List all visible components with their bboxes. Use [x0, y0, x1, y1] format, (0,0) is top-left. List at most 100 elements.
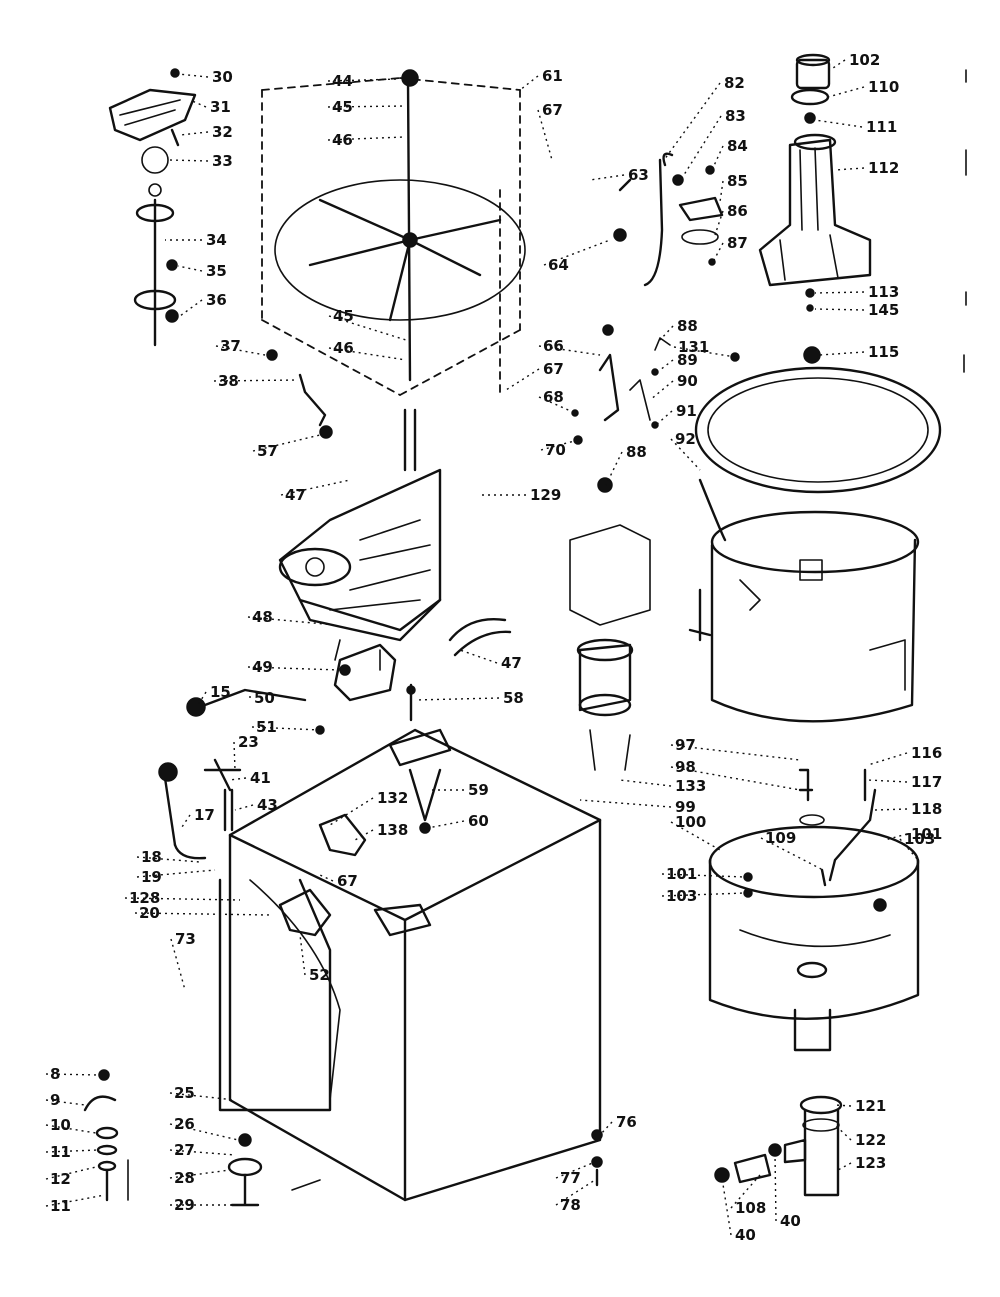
leader-line-p27	[169, 1149, 236, 1156]
leader-line-p66	[538, 345, 601, 356]
part-label-p60: 60	[468, 812, 489, 830]
part-label-p122: 122	[855, 1131, 886, 1149]
part-label-p36: 36	[206, 291, 227, 309]
part-label-p66: 66	[543, 337, 564, 355]
part-label-p88b: 88	[626, 443, 647, 461]
part-label-p40: 40	[780, 1212, 801, 1230]
leader-line-p40b	[721, 1177, 732, 1236]
part-label-p76: 76	[616, 1113, 637, 1131]
leader-line-p115	[819, 351, 865, 356]
part-label-p129: 129	[530, 486, 561, 504]
part-label-p112: 112	[868, 159, 899, 177]
part-label-p86: 86	[727, 202, 748, 220]
part-label-p115: 115	[868, 343, 899, 361]
motor-assembly	[569, 524, 712, 771]
leader-line-p36	[179, 299, 203, 317]
leader-line-p38	[213, 379, 299, 382]
part-label-p73: 73	[175, 930, 196, 948]
part-label-p41: 41	[250, 769, 271, 787]
leader-line-p121	[834, 1104, 852, 1107]
leader-line-p122	[834, 1124, 852, 1141]
leader-line-p9	[45, 1099, 86, 1106]
part-label-p8: 8	[50, 1065, 60, 1083]
part-label-p103b: 103	[666, 887, 697, 905]
leader-line-p91	[655, 410, 673, 426]
leader-line-p30	[177, 73, 209, 78]
part-label-p97: 97	[675, 736, 696, 754]
leader-line-p111	[814, 119, 863, 128]
leader-line-p58	[414, 697, 500, 701]
part-label-p59: 59	[468, 781, 489, 799]
part-label-p15: 15	[210, 683, 231, 701]
margin-marks	[963, 69, 967, 373]
leader-line-p98	[670, 766, 801, 791]
part-label-p25: 25	[174, 1084, 195, 1102]
part-label-p50: 50	[254, 689, 275, 707]
part-label-p102: 102	[849, 51, 880, 69]
leader-line-p77	[555, 1161, 596, 1179]
leader-line-p46	[327, 136, 405, 141]
part-label-p77: 77	[560, 1169, 581, 1187]
leader-line-p85	[719, 180, 724, 203]
part-label-p37: 37	[220, 337, 241, 355]
leader-line-p70	[540, 439, 579, 451]
part-label-p99: 99	[675, 798, 696, 816]
part-label-p78: 78	[560, 1196, 581, 1214]
part-label-p128: 128	[129, 889, 160, 907]
part-label-p117: 117	[911, 773, 942, 791]
part-label-p9: 9	[50, 1091, 60, 1109]
agitator	[758, 53, 872, 312]
agitator-spider	[274, 69, 526, 472]
part-label-p64: 64	[548, 256, 569, 274]
part-label-p11: 11	[50, 1143, 71, 1161]
part-labels: 3031323334353637385744454645466167636466…	[45, 51, 942, 1244]
leader-line-p60	[427, 820, 465, 829]
part-label-p23: 23	[238, 733, 259, 751]
basket-base	[708, 768, 920, 1052]
leader-line-p37	[215, 345, 266, 356]
part-label-p70: 70	[545, 441, 566, 459]
leader-line-p78	[555, 1179, 596, 1206]
part-label-p101: 101	[911, 825, 942, 843]
leader-line-p97	[670, 744, 801, 761]
leader-line-p41	[229, 777, 247, 781]
part-label-p31: 31	[210, 98, 231, 116]
part-label-p43: 43	[257, 796, 278, 814]
leader-line-p88	[659, 325, 674, 341]
part-label-p145: 145	[868, 301, 899, 319]
part-label-p101b: 101	[666, 865, 697, 883]
hose-bracket-parts	[571, 152, 740, 445]
part-label-p138: 138	[377, 821, 408, 839]
leader-line-p17	[179, 814, 191, 831]
top-left-bracket	[108, 68, 197, 174]
part-label-p67: 67	[542, 101, 563, 119]
leader-line-p48	[247, 616, 336, 626]
leader-line-p45b	[328, 315, 407, 341]
part-label-p34: 34	[206, 231, 227, 249]
leader-line-p128	[124, 897, 241, 901]
leader-line-p67b	[505, 368, 540, 391]
leader-line-p67c	[319, 874, 334, 882]
leader-line-p11	[45, 1149, 99, 1153]
leader-line-p10	[45, 1124, 97, 1134]
leader-line-p32	[179, 131, 209, 136]
leader-line-p61	[519, 75, 539, 91]
part-label-p89: 89	[677, 351, 698, 369]
part-label-p90: 90	[677, 372, 698, 390]
part-label-p47b: 47	[501, 654, 522, 672]
leader-line-p23	[233, 741, 236, 771]
part-label-p83: 83	[725, 107, 746, 125]
part-label-p121: 121	[855, 1097, 886, 1115]
assembly-guide-box	[261, 77, 521, 396]
leader-line-p19	[136, 869, 216, 878]
leader-line-p43	[234, 804, 254, 811]
part-label-p67b: 67	[543, 360, 564, 378]
part-label-p110: 110	[868, 78, 899, 96]
part-label-p88: 88	[677, 317, 698, 335]
leader-line-p82	[663, 82, 721, 161]
part-label-p33: 33	[212, 152, 233, 170]
leader-line-p123	[837, 1162, 852, 1171]
leader-line-p35	[177, 265, 203, 272]
part-label-p82: 82	[724, 74, 745, 92]
part-label-p123: 123	[855, 1154, 886, 1172]
